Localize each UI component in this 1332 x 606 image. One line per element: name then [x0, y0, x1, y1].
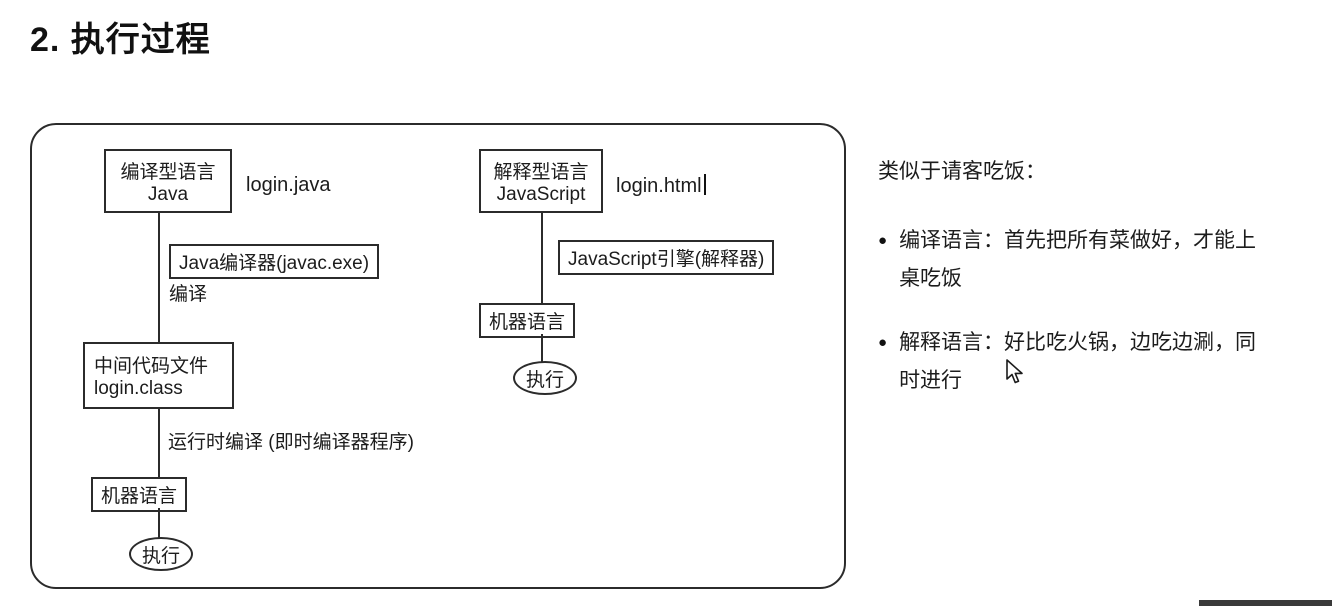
js-connector-1: [541, 213, 543, 303]
js-language-line2: JavaScript: [496, 183, 586, 205]
bullet-text-interpreted: 解释语言：好比吃火锅，边吃边涮，同时进行: [899, 331, 1257, 392]
java-intermediate-box: 中间代码文件 login.class: [83, 342, 234, 409]
bullet-icon: ●: [878, 334, 888, 351]
list-item: ● 编译语言：首先把所有菜做好，才能上桌吃饭: [878, 222, 1308, 298]
java-compile-label: 编译: [169, 284, 208, 305]
js-language-box: 解释型语言 JavaScript: [479, 149, 603, 213]
mouse-cursor-icon: [1003, 358, 1025, 391]
java-machine-box: 机器语言: [91, 477, 188, 512]
js-connector-2: [541, 334, 543, 362]
java-intermediate-line1: 中间代码文件: [94, 356, 209, 377]
js-file-label: login.html: [616, 175, 702, 197]
java-connector-2: [158, 409, 160, 477]
java-language-line2: Java: [147, 183, 189, 205]
notes-bullet-list: ● 编译语言：首先把所有菜做好，才能上桌吃饭 ● 解释语言：好比吃火锅，边吃边涮…: [878, 222, 1308, 400]
js-machine-box: 机器语言: [479, 303, 576, 338]
diagram-container: 编译型语言 Java login.java Java编译器(javac.exe)…: [30, 123, 846, 589]
list-item: ● 解释语言：好比吃火锅，边吃边涮，同时进行: [878, 324, 1308, 400]
java-runtime-label: 运行时编译 (即时编译器程序): [168, 432, 414, 453]
js-file-label-wrap: login.html: [616, 174, 706, 198]
java-connector-1: [158, 213, 160, 343]
java-execute-label: 执行: [141, 545, 180, 567]
page-title: 2. 执行过程: [30, 21, 211, 59]
java-intermediate-line2: login.class: [94, 378, 183, 399]
bullet-icon: ●: [878, 232, 888, 249]
notes-heading: 类似于请客吃饭：: [878, 160, 1046, 183]
js-execute-ellipse: 执行: [513, 361, 577, 395]
java-file-label: login.java: [246, 174, 331, 196]
js-execute-label: 执行: [525, 369, 564, 391]
bottom-right-bar: [1199, 600, 1332, 606]
java-compiler-box: Java编译器(javac.exe): [169, 244, 380, 279]
js-engine-box: JavaScript引擎(解释器): [558, 240, 775, 275]
text-caret: [703, 174, 706, 195]
js-language-line1: 解释型语言: [493, 161, 589, 183]
java-language-line1: 编译型语言: [120, 161, 216, 183]
java-execute-ellipse: 执行: [129, 537, 193, 571]
java-connector-3: [158, 508, 160, 538]
bullet-text-compiled: 编译语言：首先把所有菜做好，才能上桌吃饭: [899, 229, 1257, 290]
java-language-box: 编译型语言 Java: [104, 149, 232, 213]
